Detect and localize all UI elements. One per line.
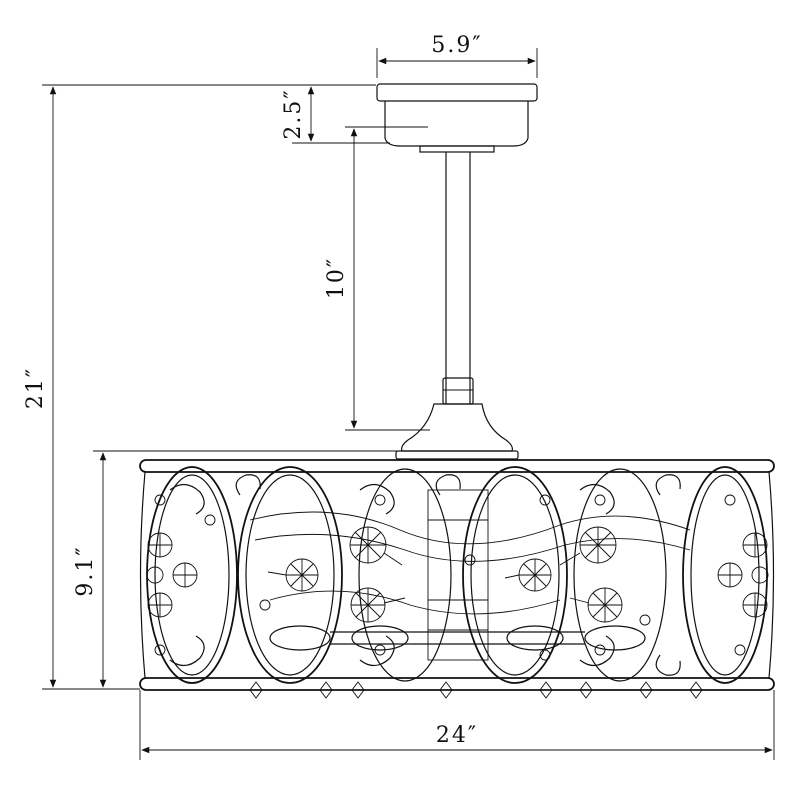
canopy-width-dimension: 5.9″ (376, 33, 538, 78)
drum-cage (139, 459, 775, 691)
motor-housing (395, 403, 519, 460)
canopy-width-label: 5.9″ (431, 33, 482, 58)
overall-height-dimension: 21″ (23, 84, 376, 690)
fan-blades (249, 489, 691, 661)
overall-height-label: 21″ (23, 367, 48, 409)
downrod-length-label: 10″ (324, 257, 349, 299)
downrod (442, 152, 474, 405)
canopy-height-dimension: 2.5″ (281, 84, 390, 144)
downrod-length-dimension: 10″ (324, 126, 430, 431)
drum-height-dimension: 9.1″ (73, 450, 400, 688)
crystal-drops (146, 526, 769, 699)
drum-width-dimension: 24″ (139, 690, 775, 760)
drum-width-label: 24″ (436, 723, 478, 748)
canopy (376, 83, 538, 153)
light-bulbs (269, 625, 646, 651)
canopy-height-label: 2.5″ (281, 88, 306, 139)
drum-height-label: 9.1″ (73, 545, 98, 596)
